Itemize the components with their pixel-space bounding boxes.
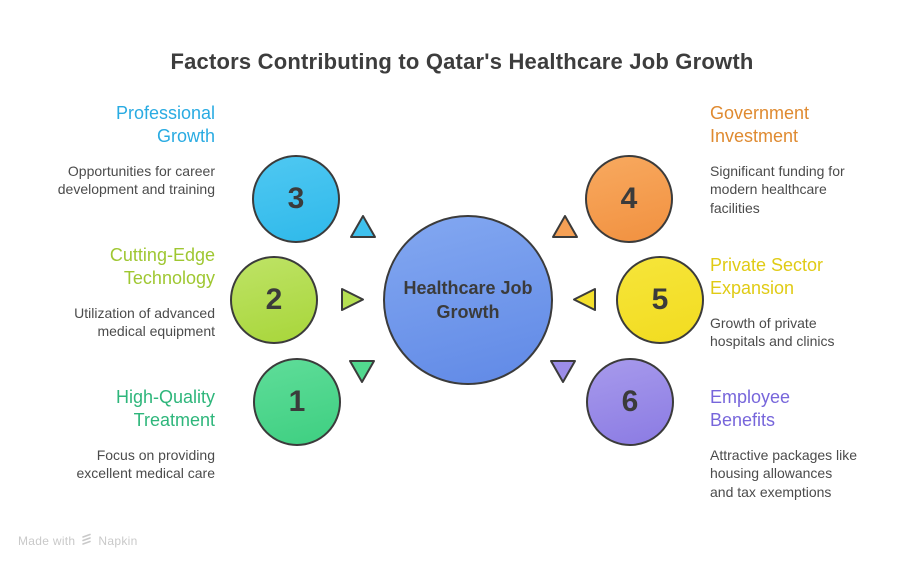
factor-heading: Professional Growth [115,103,215,147]
factor-text-high-quality-treatment: High-Quality Treatment Focus on providin… [57,386,215,483]
triangle-up-icon [550,213,580,240]
factor-circle-6: 6 [586,358,674,446]
factor-heading: Government Investment [710,103,810,147]
napkin-logo-icon [80,533,93,549]
factor-heading: Cutting-Edge Technology [109,245,215,289]
factor-number: 1 [288,385,306,418]
triangle-left-icon [570,286,600,313]
factor-text-government-investment: Government Investment Significant fundin… [710,102,858,217]
factor-circle-5: 5 [616,256,704,344]
factor-heading: High-Quality Treatment [115,387,215,431]
factor-number: 4 [620,182,638,215]
watermark: Made with Napkin [18,533,138,549]
factor-number: 3 [287,182,305,215]
factor-number: 5 [651,283,669,316]
factor-text-employee-benefits: Employee Benefits Attractive packages li… [710,386,858,501]
watermark-brand: Napkin [98,534,138,548]
factor-description: Significant funding for modern healthcar… [710,162,845,216]
triangle-down-icon [347,358,377,385]
factor-circle-4: 4 [585,155,673,243]
factor-text-private-sector-expansion: Private Sector Expansion Growth of priva… [710,254,858,351]
factor-text-professional-growth: Professional Growth Opportunities for ca… [57,102,215,199]
factor-heading: Private Sector Expansion [710,255,824,299]
factor-heading: Employee Benefits [710,387,791,431]
center-circle: Healthcare Job Growth [383,215,553,385]
triangle-right-icon [337,286,367,313]
factor-description: Utilization of advanced medical equipmen… [74,304,215,340]
factor-number: 6 [621,385,639,418]
factor-description: Growth of private hospitals and clinics [710,314,835,350]
watermark-prefix: Made with [18,534,76,548]
factor-circle-2: 2 [230,256,318,344]
center-label: Healthcare Job Growth [403,277,533,322]
factor-description: Opportunities for career development and… [57,162,215,198]
factor-text-cutting-edge-technology: Cutting-Edge Technology Utilization of a… [57,244,215,341]
triangle-down-icon [548,358,578,385]
factor-circle-1: 1 [253,358,341,446]
factor-description: Attractive packages like housing allowan… [710,446,858,500]
factor-description: Focus on providing excellent medical car… [76,446,215,482]
factor-circle-3: 3 [252,155,340,243]
factor-number: 2 [265,283,283,316]
triangle-up-icon [348,213,378,240]
diagram-title: Factors Contributing to Qatar's Healthca… [170,49,754,74]
